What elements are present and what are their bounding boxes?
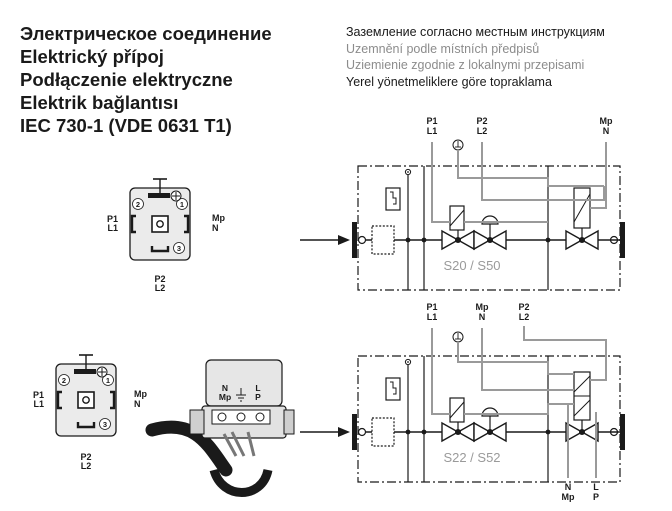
sch-top-l2-label: L2 (477, 126, 488, 136)
title-russian: Электрическое соединение (20, 23, 272, 44)
sch-bottom-l2-label: L2 (519, 312, 530, 322)
jb-l-label: L (255, 383, 260, 393)
l1-label: L1 (107, 223, 118, 233)
title-polish: Podłączenie elektryczne (20, 69, 233, 90)
sch-top-l1-label: L1 (427, 126, 438, 136)
title-czech: Elektrický přípoj (20, 46, 164, 67)
note-turkish: Yerel yönetmeliklere göre topraklama (346, 74, 552, 89)
p2-label: P2 (80, 452, 91, 462)
n-label: N (134, 399, 141, 409)
note-polish: Uziemienie zgodnie z lokalnymi przepisam… (346, 58, 585, 72)
sch-top-n-label: N (603, 126, 610, 136)
pin-2-label: 2 (136, 200, 140, 209)
p1-label: P1 (107, 214, 118, 224)
l2-label: L2 (155, 283, 166, 293)
jb-p-label: P (255, 392, 261, 402)
mp-label: Mp (134, 389, 147, 399)
note-czech: Uzemnění podle místních předpisů (346, 41, 540, 56)
pin-2-label: 2 (62, 376, 66, 385)
l1-label: L1 (33, 399, 44, 409)
connector-top: 2 1 3 P1 L1 Mp N P2 L2 (107, 177, 225, 293)
schematic-bottom: P1 L1 Mp N P2 L2 N Mp L P S22 / S52 (300, 302, 625, 502)
sch-top-p2-label: P2 (476, 116, 487, 126)
sch-bottom-p2-label: P2 (518, 302, 529, 312)
jb-n-label: N (222, 383, 228, 393)
sch-bottom-n-bottom-label: N (565, 482, 572, 492)
junction-box: N Mp L P (145, 359, 295, 497)
sch-bottom-p1-label: P1 (426, 302, 437, 312)
model-label-top: S20 / S50 (443, 258, 500, 273)
sch-bottom-n-label: N (479, 312, 486, 322)
sch-bottom-mp-bottom-label: Mp (562, 492, 575, 502)
n-label: N (212, 223, 219, 233)
sch-bottom-l1-label: L1 (427, 312, 438, 322)
connector-bottom: 2 1 3 P1 L1 Mp N P2 L2 (33, 353, 147, 471)
sch-bottom-p-bottom-label: P (593, 492, 599, 502)
pin-1-label: 1 (180, 200, 184, 209)
model-label-bottom: S22 / S52 (443, 450, 500, 465)
note-russian: Заземление согласно местным инструкциям (346, 25, 605, 39)
l2-label: L2 (81, 461, 92, 471)
pin-3-label: 3 (177, 244, 181, 253)
pin-1-label: 1 (106, 376, 110, 385)
title-turkish: Elektrik bağlantısı (20, 92, 179, 113)
sch-bottom-l-bottom-label: L (593, 482, 599, 492)
sch-top-p1-label: P1 (426, 116, 437, 126)
title-block: Электрическое соединение Elektrický příp… (20, 22, 272, 137)
grounding-notes: Заземление согласно местным инструкциям … (346, 24, 605, 90)
p1-label: P1 (33, 390, 44, 400)
pin-3-label: 3 (103, 420, 107, 429)
schematic-top: P1 L1 P2 L2 Mp N S20 / S50 (300, 116, 625, 291)
sch-bottom-mp-label: Mp (476, 302, 489, 312)
p2-label: P2 (154, 274, 165, 284)
mp-label: Mp (212, 213, 225, 223)
sch-top-mp-label: Mp (600, 116, 613, 126)
jb-mp-label: Mp (219, 392, 231, 402)
title-standard: IEC 730-1 (VDE 0631 T1) (20, 115, 232, 136)
